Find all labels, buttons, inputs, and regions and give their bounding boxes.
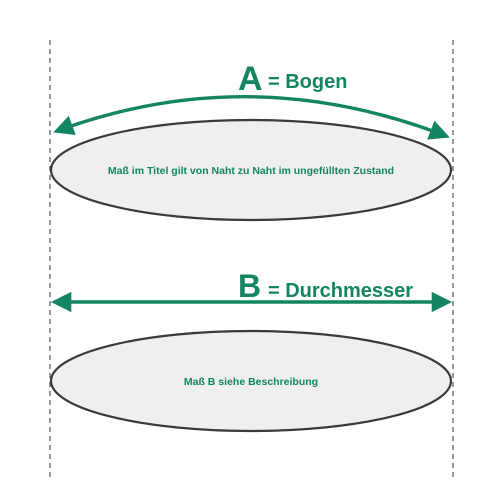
label-a-letter: A <box>238 60 263 98</box>
ellipse-a <box>49 118 453 222</box>
arc-arrow-a <box>53 95 450 140</box>
label-b-letter: B <box>238 268 261 304</box>
ellipse-a-caption: Maß im Titel gilt von Naht zu Naht im un… <box>108 165 394 177</box>
label-a-text: = Bogen <box>268 71 347 93</box>
label-b-text: = Durchmesser <box>268 280 413 302</box>
ellipse-b <box>49 329 453 433</box>
ellipse-b-caption: Maß B siehe Beschreibung <box>184 376 318 388</box>
